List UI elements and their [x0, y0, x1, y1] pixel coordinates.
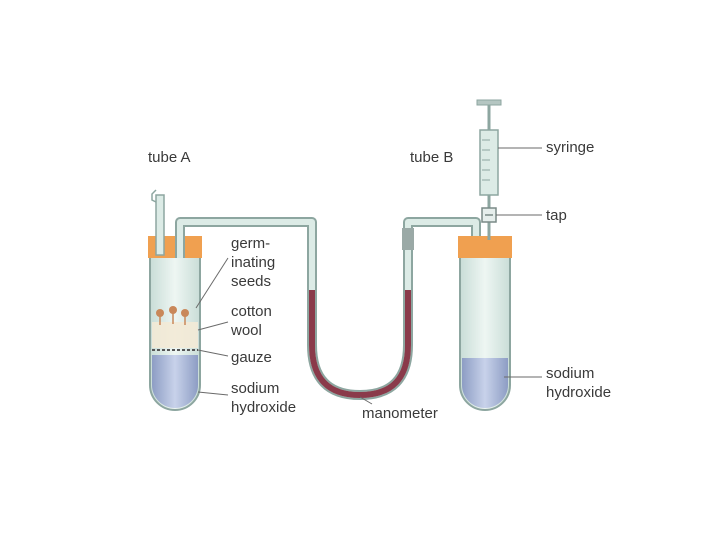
tap [481, 207, 497, 223]
label-gauze: gauze [231, 349, 272, 366]
label-tube-b: tube B [410, 149, 453, 166]
tube-b-liquid [462, 358, 508, 408]
label-germinating-seeds-line-1: germ- [231, 235, 270, 252]
leader-cotton-wool [197, 321, 229, 331]
tube-a-vent-tube [155, 194, 165, 256]
germinating-seeds [156, 306, 189, 325]
label-sodium-hydroxide-a-line-1: sodium [231, 380, 279, 397]
label-tap: tap [546, 207, 567, 224]
label-sodium-hydroxide-b: sodium hydroxide [546, 365, 611, 401]
manometer-tube [307, 228, 413, 401]
label-sodium-hydroxide-b-line-1: sodium [546, 365, 594, 382]
label-cotton-wool-line-2: wool [230, 322, 262, 339]
manometer [307, 228, 413, 401]
tube-a-cotton-wool [152, 322, 198, 348]
label-sodium-hydroxide-b-line-2: hydroxide [546, 384, 611, 401]
tube-b-stopper [458, 236, 512, 258]
label-germinating-seeds-line-3: seeds [231, 273, 271, 290]
manometer-joint-right [402, 228, 414, 250]
tube-a-liquid [152, 355, 198, 408]
leader-sodium-hydroxide-a [197, 391, 229, 396]
manometer-fluid [309, 290, 411, 399]
syringe-graduations [482, 139, 490, 181]
tube-a [148, 189, 202, 411]
label-tube-a: tube A [148, 149, 191, 166]
label-sodium-hydroxide-a: sodium hydroxide [231, 380, 296, 416]
label-cotton-wool-line-1: cotton [231, 303, 272, 320]
tube-a-vent-clip [151, 189, 157, 203]
leader-gauze [197, 349, 229, 357]
label-manometer: manometer [362, 405, 438, 422]
leader-germinating-seeds [195, 257, 229, 309]
label-sodium-hydroxide-a-line-2: hydroxide [231, 399, 296, 416]
manometer-tube-inner [309, 228, 411, 399]
leader-manometer [359, 396, 373, 405]
label-cotton-wool: cotton wool [230, 303, 272, 339]
tube-b [458, 236, 512, 411]
label-syringe: syringe [546, 139, 594, 156]
label-germinating-seeds-line-2: inating [231, 254, 275, 271]
syringe-plunger-handle [476, 99, 502, 106]
label-germinating-seeds: germ- inating seeds [231, 235, 275, 290]
